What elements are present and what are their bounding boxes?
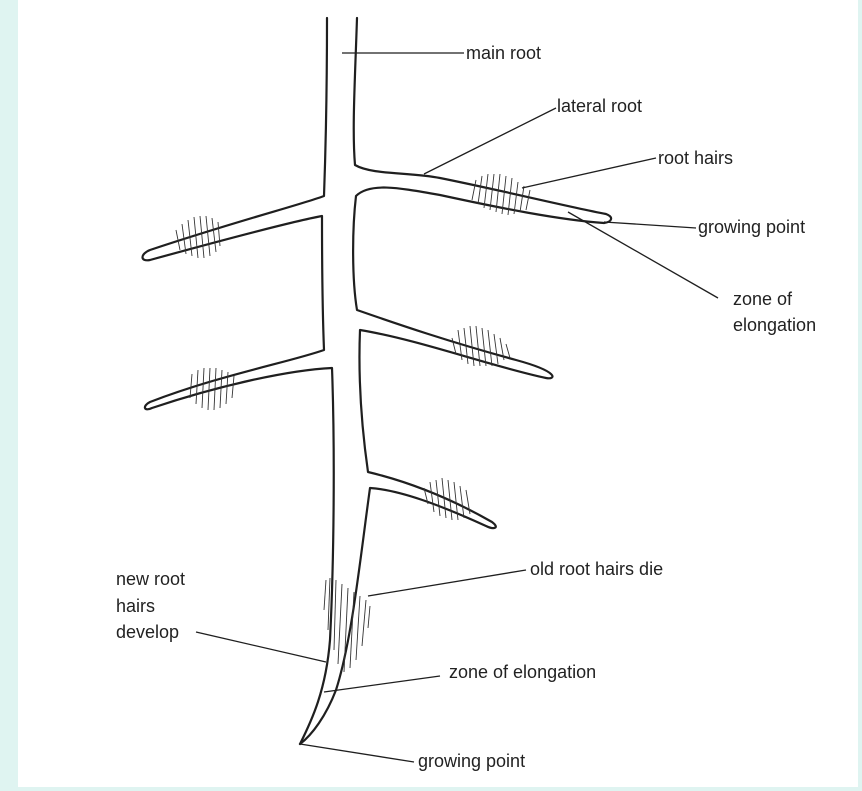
label-new-root-hairs-3: develop bbox=[116, 621, 179, 643]
leader-growing-point-top bbox=[604, 222, 696, 228]
label-main-root: main root bbox=[466, 42, 541, 64]
label-new-root-hairs-2: hairs bbox=[116, 595, 155, 617]
label-lateral-root: lateral root bbox=[557, 95, 642, 117]
leader-root-hairs bbox=[522, 158, 656, 188]
label-zone-elongation-top-1: zone of bbox=[733, 288, 792, 310]
label-new-root-hairs-1: new root bbox=[116, 568, 185, 590]
leader-lines bbox=[196, 53, 718, 762]
leader-old-hairs bbox=[368, 570, 526, 596]
label-zone-elongation-bottom: zone of elongation bbox=[449, 661, 596, 683]
label-zone-elongation-top-2: elongation bbox=[733, 314, 816, 336]
label-growing-point-top: growing point bbox=[698, 216, 805, 238]
main-root-shape bbox=[143, 18, 612, 744]
leader-lateral-root bbox=[424, 108, 556, 174]
label-growing-point-bottom: growing point bbox=[418, 750, 525, 772]
label-root-hairs: root hairs bbox=[658, 147, 733, 169]
leader-growing-point-bottom bbox=[300, 744, 414, 762]
leader-new-hairs bbox=[196, 632, 326, 662]
leader-zone-elongation-bottom bbox=[324, 676, 440, 692]
label-old-root-hairs-die: old root hairs die bbox=[530, 558, 663, 580]
